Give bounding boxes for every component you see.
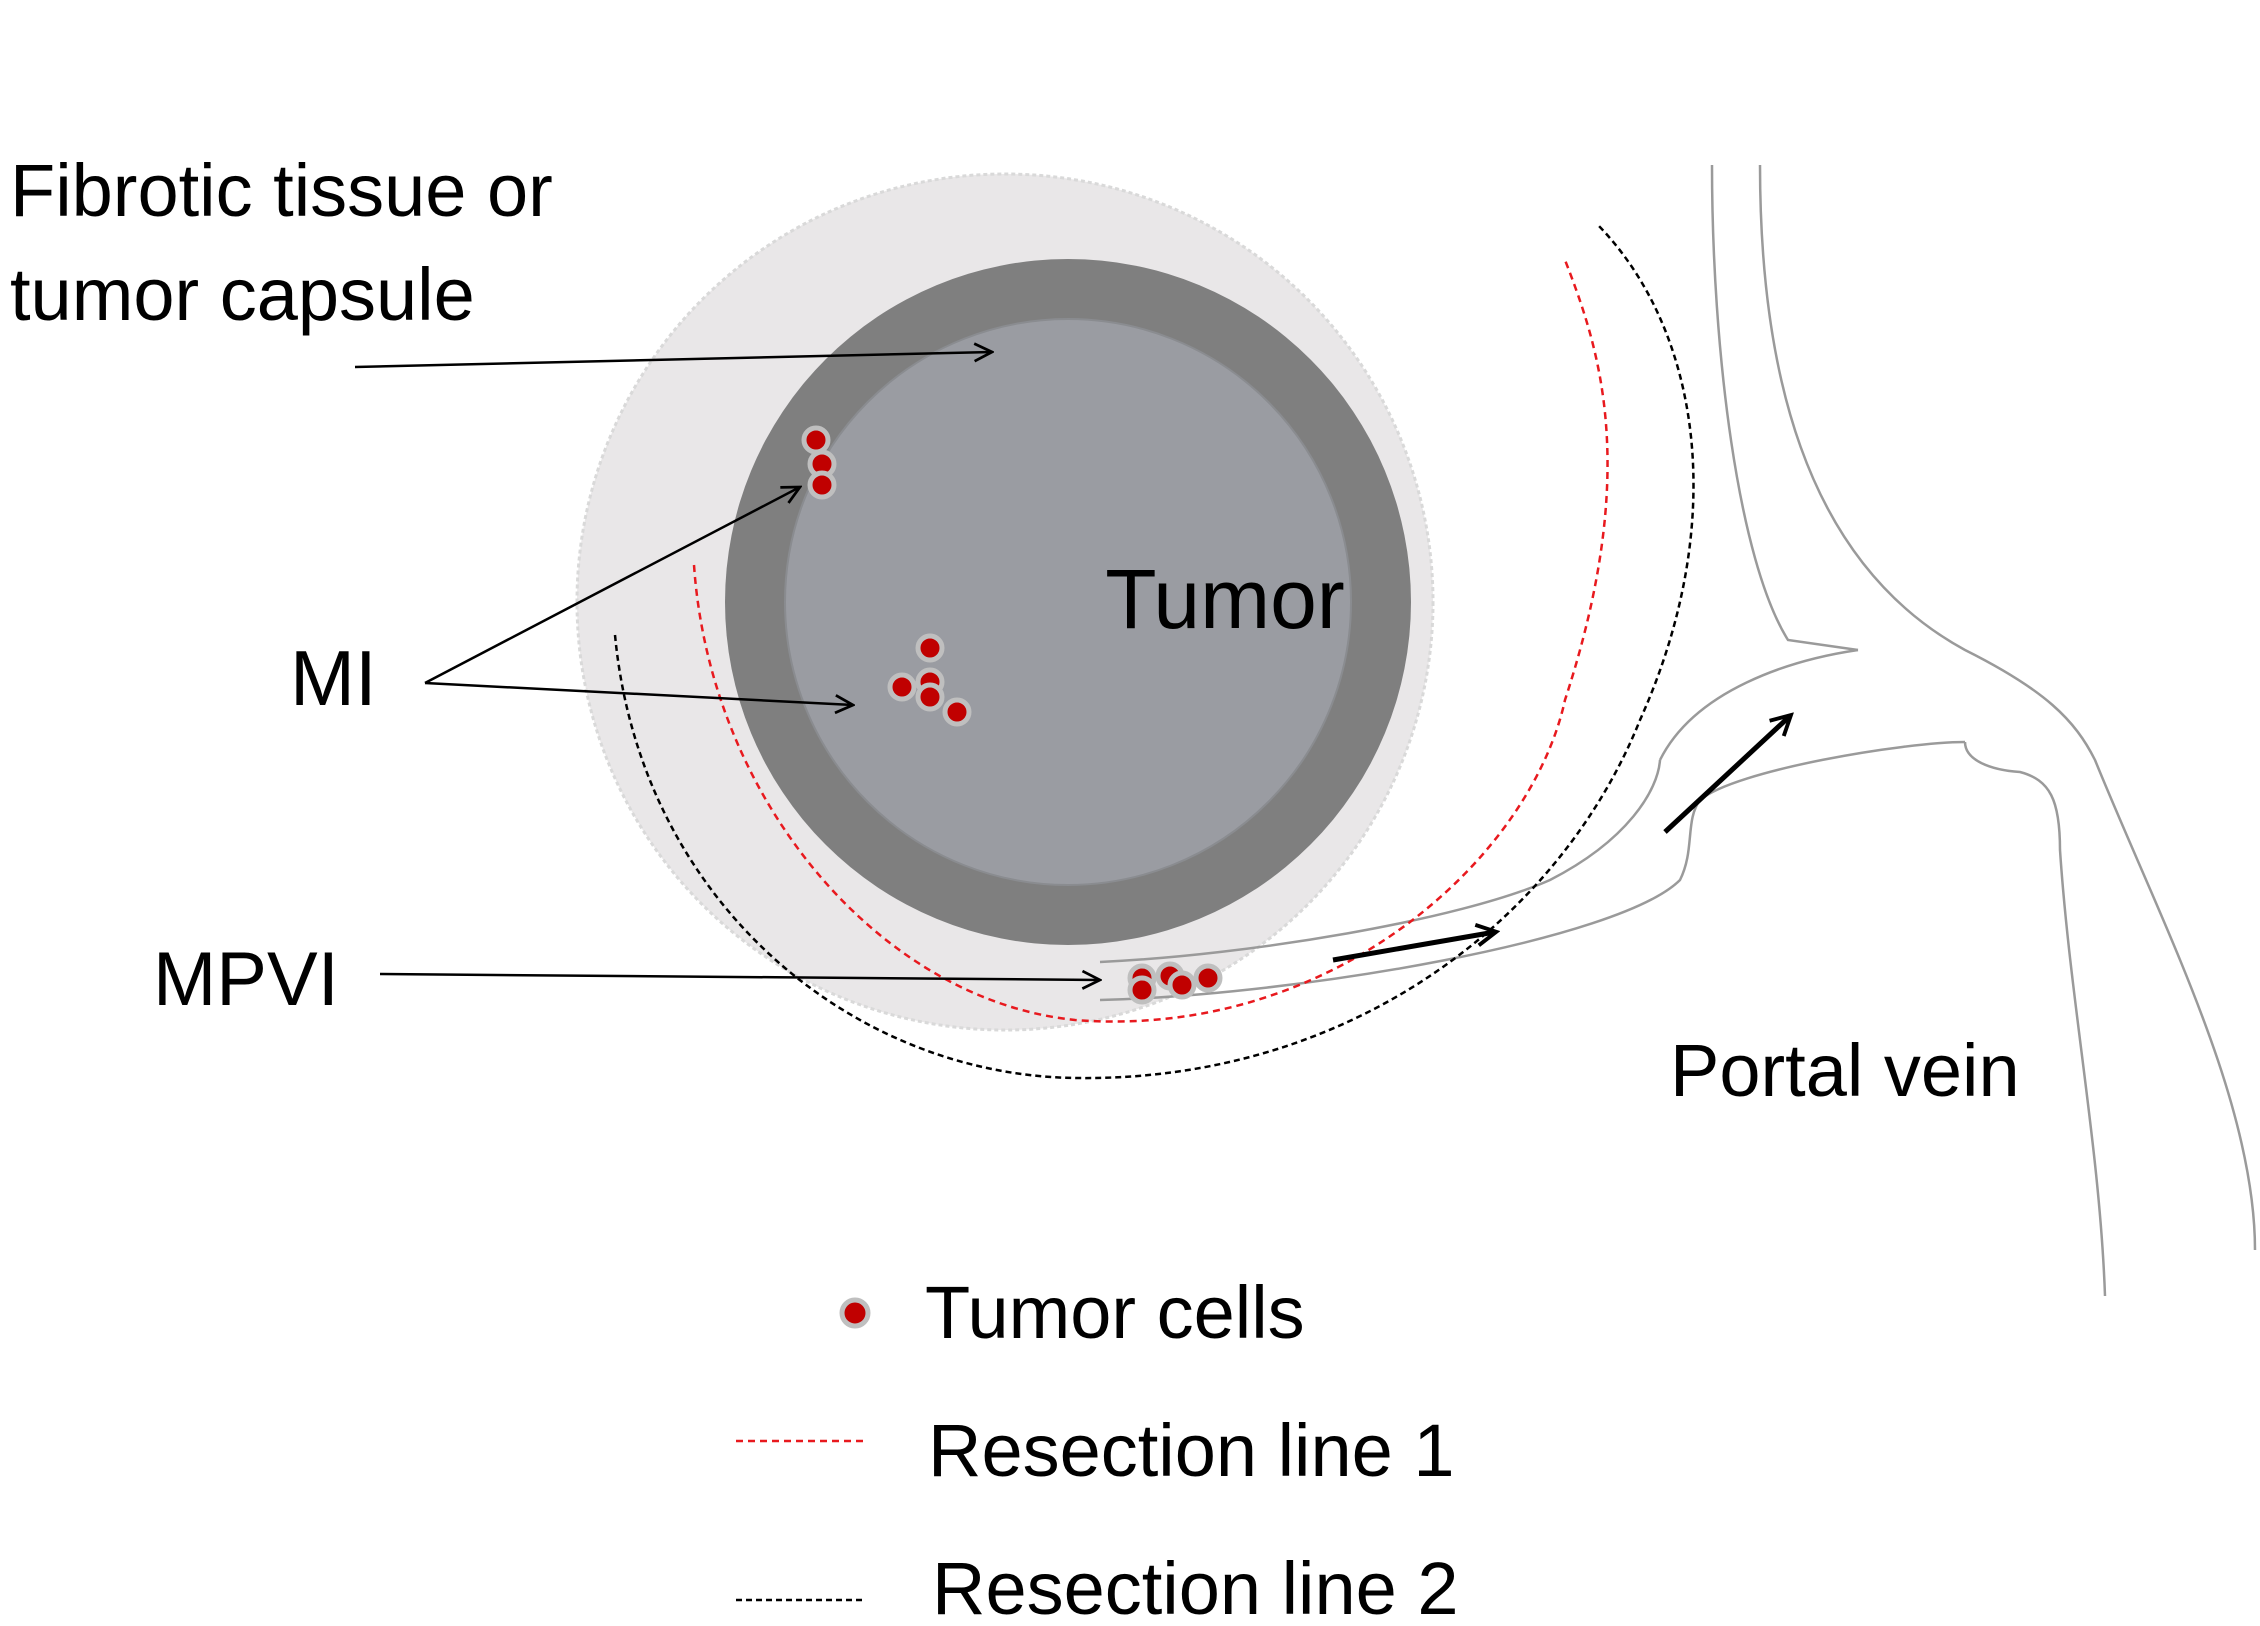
tumor-cell <box>915 633 945 663</box>
tumor-label: Tumor <box>1105 552 1345 646</box>
resection-line-2-arc <box>613 224 1695 1080</box>
mi-label: MI <box>290 634 377 722</box>
legend-tumor-cells-label: Tumor cells <box>925 1271 1305 1354</box>
fibrotic-tissue-label-line1: Fibrotic tissue or <box>10 149 553 232</box>
mi-arrow-upper <box>424 487 800 685</box>
tumor-cells-cluster-middle <box>887 633 972 727</box>
fibrotic-tissue-arrow <box>354 352 992 369</box>
fibrotic-tissue-label-line2: tumor capsule <box>10 253 475 336</box>
tumor-cell <box>1127 975 1157 1005</box>
mi-arrow-lower <box>424 681 853 705</box>
mpvi-arrow <box>379 974 1100 980</box>
tumor-cell <box>915 682 945 712</box>
legend-tumor-cell-icon <box>839 1297 871 1329</box>
tumor-cells-cluster-vessel <box>1127 961 1223 1005</box>
portal-vein-label: Portal vein <box>1670 1029 2020 1112</box>
tumor-cell <box>1193 963 1223 993</box>
mpvi-label: MPVI <box>153 937 339 1022</box>
tumor-cell <box>942 697 972 727</box>
tumor-cell <box>887 672 917 702</box>
flow-arrow-upper <box>1663 716 1790 834</box>
tumor-cell <box>807 470 837 500</box>
legend: Tumor cells Resection line 1 Resection l… <box>736 1271 1459 1626</box>
tumor-cells-cluster-upper <box>801 425 837 500</box>
legend-resection-line-2-label: Resection line 2 <box>932 1547 1459 1626</box>
portal-vein-vessel <box>1099 164 2257 1297</box>
tumor-cell <box>1167 970 1197 1000</box>
resection-line-1-arc <box>692 259 1609 1023</box>
tumor-cell <box>801 425 831 455</box>
legend-resection-line-1-label: Resection line 1 <box>928 1409 1455 1492</box>
tumor-core <box>784 318 1352 886</box>
flow-arrow-lower <box>1332 932 1495 963</box>
